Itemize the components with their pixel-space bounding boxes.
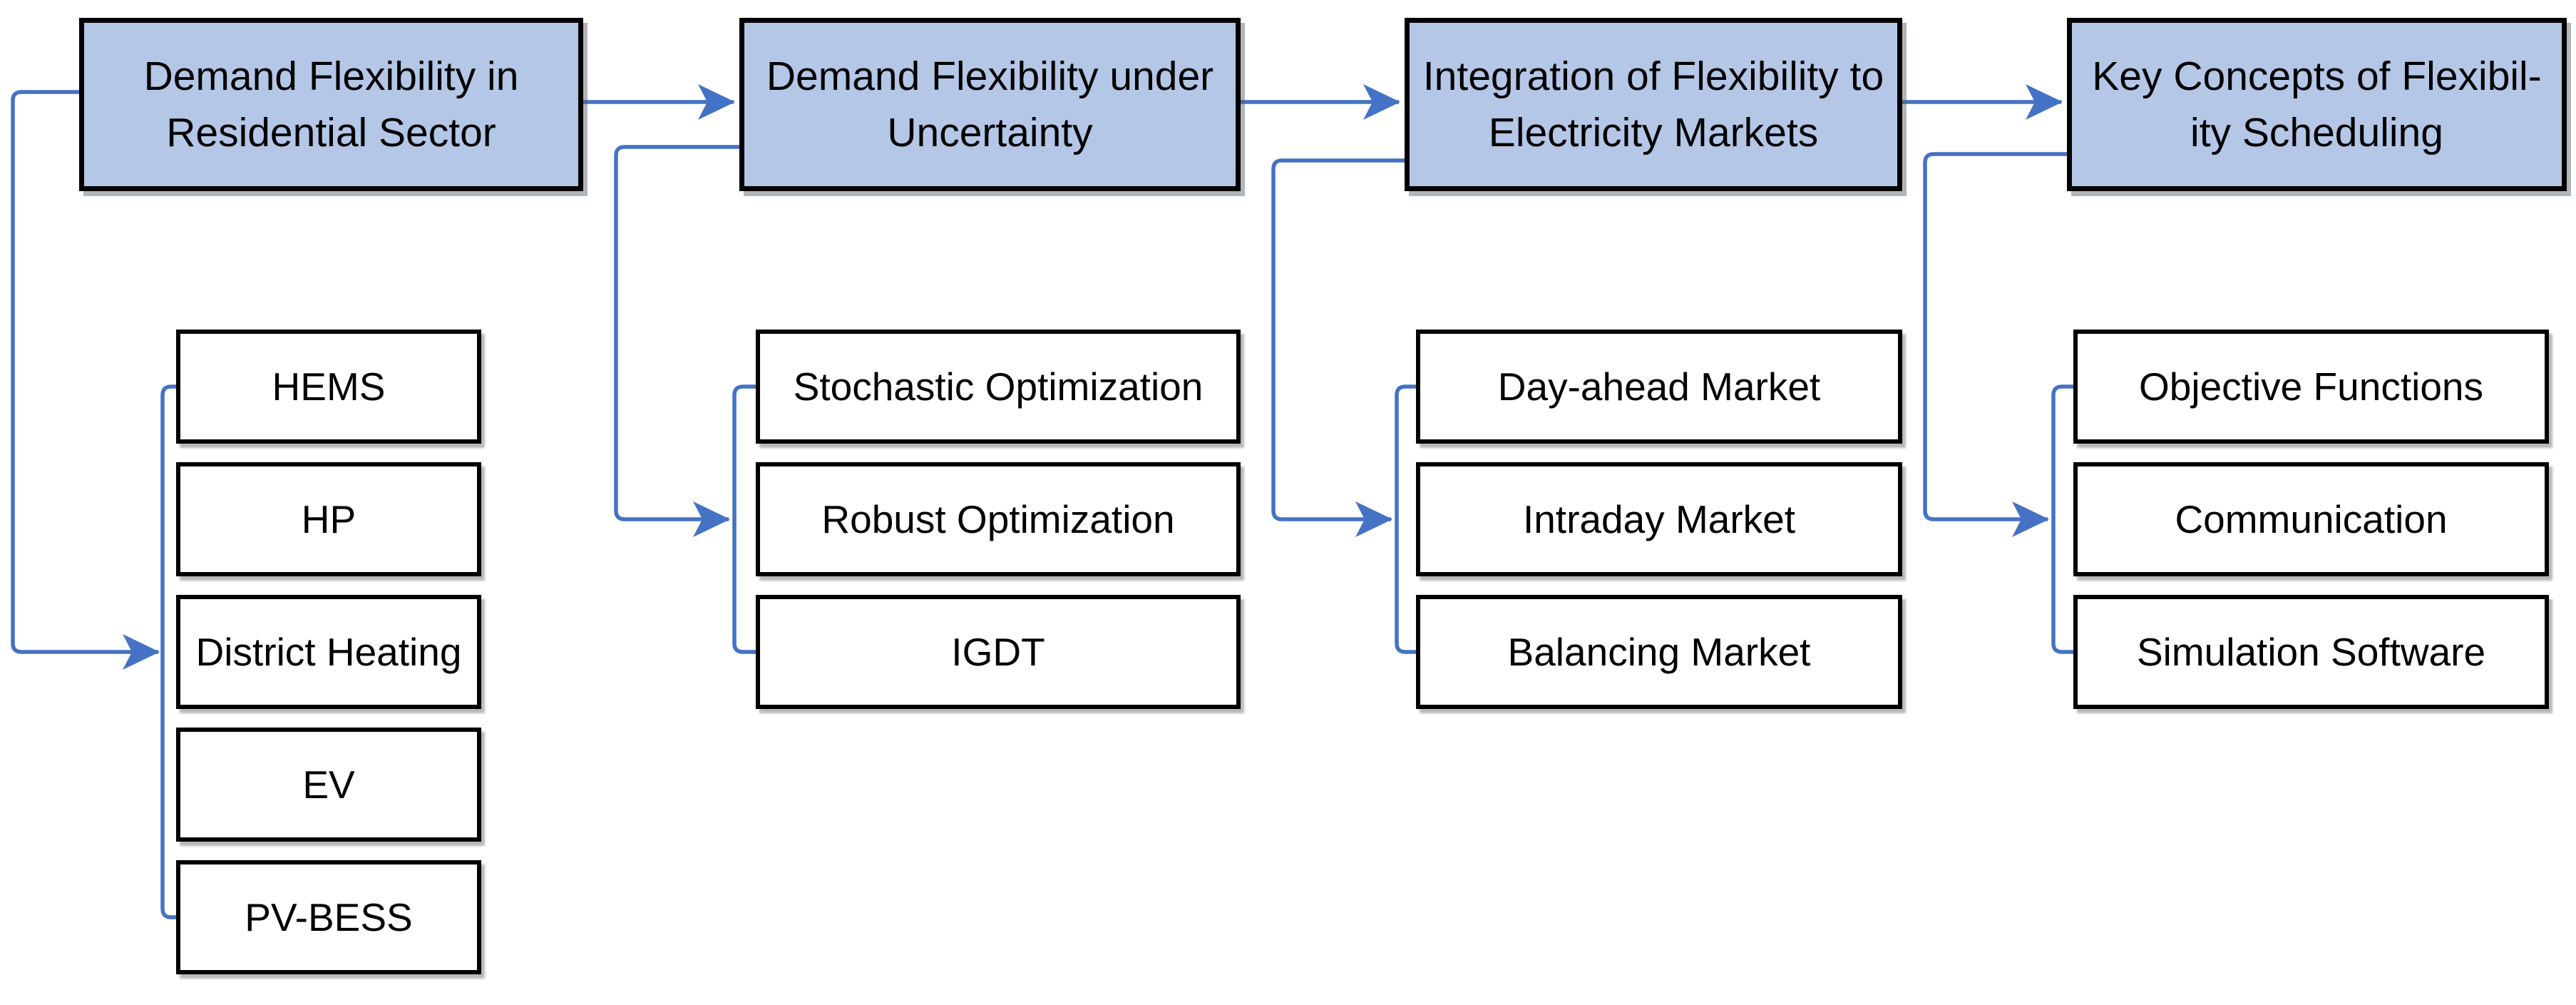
sub-box-label: Day-ahead Market	[1497, 364, 1821, 409]
sub-box-district-heating: District Heating	[176, 595, 481, 709]
sub-box-pv-bess: PV-BESS	[176, 860, 481, 974]
sub-box-label: PV-BESS	[245, 895, 413, 939]
main-box-market-integration: Integration of Flexibility to Electricit…	[1405, 18, 1902, 191]
sub-box-balancing-market: Balancing Market	[1416, 595, 1902, 709]
sub-box-label: HEMS	[272, 364, 386, 409]
sub-box-hp: HP	[176, 462, 481, 576]
sub-box-label: Robust Optimization	[821, 497, 1175, 541]
sub-box-label: District Heating	[195, 630, 462, 674]
main-box-title-line: Integration of Flexibility to	[1422, 53, 1884, 99]
main-box-flexibility-under-uncertainty: Demand Flexibility under Uncertainty	[739, 18, 1241, 191]
main-box-title-line: Demand Flexibility under	[766, 53, 1214, 99]
sub-box-label: Stochastic Optimization	[793, 364, 1204, 409]
bracket-column-1	[160, 384, 176, 919]
connector-main3-to-children	[1271, 158, 1405, 537]
connector-main4-to-children	[1923, 152, 2067, 537]
sub-box-label: EV	[302, 762, 355, 807]
sub-box-label: Communication	[2175, 497, 2448, 541]
sub-box-intraday-market: Intraday Market	[1416, 462, 1902, 576]
sub-box-label: Objective Functions	[2139, 364, 2483, 409]
sub-box-stochastic-optimization: Stochastic Optimization	[756, 330, 1241, 444]
sub-box-day-ahead-market: Day-ahead Market	[1416, 330, 1902, 444]
sub-box-objective-functions: Objective Functions	[2073, 330, 2549, 444]
sub-box-communication: Communication	[2073, 462, 2549, 576]
sub-box-igdt: IGDT	[756, 595, 1241, 709]
main-box-title-line: Key Concepts of Flexibil-	[2092, 53, 2542, 99]
sub-box-robust-optimization: Robust Optimization	[756, 462, 1241, 576]
sub-box-label: Balancing Market	[1507, 630, 1811, 674]
connector-main2-to-children	[614, 145, 739, 537]
main-box-title-line: ity Scheduling	[2190, 109, 2443, 155]
sub-box-label: IGDT	[951, 630, 1045, 674]
sub-box-label: HP	[301, 497, 356, 541]
bracket-column-2	[732, 384, 756, 654]
bracket-column-4	[2051, 384, 2073, 654]
sub-box-hems: HEMS	[176, 330, 481, 444]
main-box-title-line: Uncertainty	[887, 109, 1093, 155]
sub-box-label: Simulation Software	[2136, 630, 2486, 674]
connector-main1-to-children	[11, 90, 160, 670]
main-box-title-line: Electricity Markets	[1488, 109, 1819, 155]
sub-box-label: Intraday Market	[1522, 497, 1796, 541]
main-box-scheduling-concepts: Key Concepts of Flexibil- ity Scheduling	[2067, 18, 2567, 191]
main-box-title-line: Residential Sector	[166, 109, 496, 155]
sub-box-ev: EV	[176, 728, 481, 842]
sub-box-simulation-software: Simulation Software	[2073, 595, 2549, 709]
main-box-title-line: Demand Flexibility in	[143, 53, 519, 99]
bracket-column-3	[1395, 384, 1416, 654]
main-box-residential-flexibility: Demand Flexibility in Residential Sector	[79, 18, 583, 191]
